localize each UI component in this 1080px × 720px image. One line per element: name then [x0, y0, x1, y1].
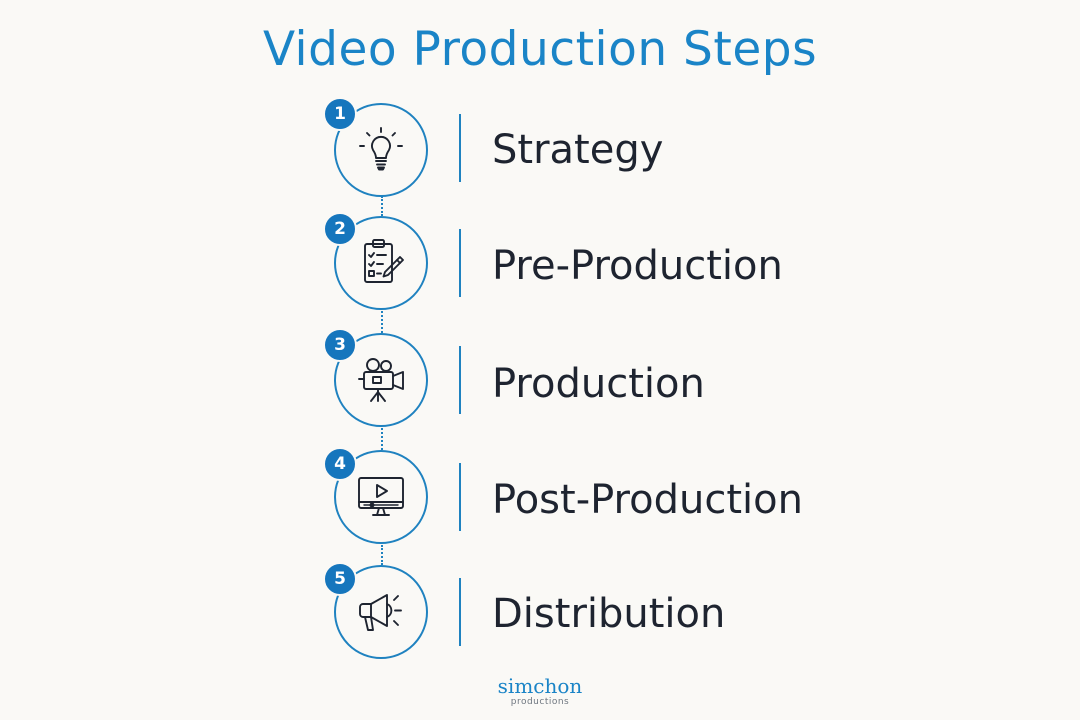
step-divider	[459, 114, 461, 182]
step-3-number-badge: 3	[323, 328, 357, 362]
step-2-number-badge: 2	[323, 212, 357, 246]
step-4-number-badge: 4	[323, 447, 357, 481]
step-connector	[381, 545, 383, 565]
step-1-number-badge: 1	[323, 97, 357, 131]
step-2-label: Pre-Production	[492, 243, 783, 289]
clipboard-checklist-icon	[364, 239, 404, 283]
step-divider	[459, 229, 461, 297]
step-5-label: Distribution	[492, 591, 726, 637]
step-divider	[459, 578, 461, 646]
lightbulb-icon	[359, 127, 403, 171]
step-divider	[459, 463, 461, 531]
video-camera-icon	[358, 358, 404, 402]
step-1-label: Strategy	[492, 127, 664, 173]
logo-tagline: productions	[510, 697, 570, 707]
step-4-label: Post-Production	[492, 477, 803, 523]
step-divider	[459, 346, 461, 414]
monitor-play-icon	[358, 477, 404, 516]
step-connector	[381, 311, 383, 333]
step-5-number-badge: 5	[323, 562, 357, 596]
logo-name: simchon	[497, 674, 583, 698]
step-3-label: Production	[492, 361, 705, 407]
page-title: Video Production Steps	[262, 22, 818, 77]
brand-logo: simchon productions	[0, 675, 1080, 707]
megaphone-icon	[359, 594, 402, 631]
step-connector	[381, 428, 383, 450]
step-connector	[381, 196, 383, 216]
